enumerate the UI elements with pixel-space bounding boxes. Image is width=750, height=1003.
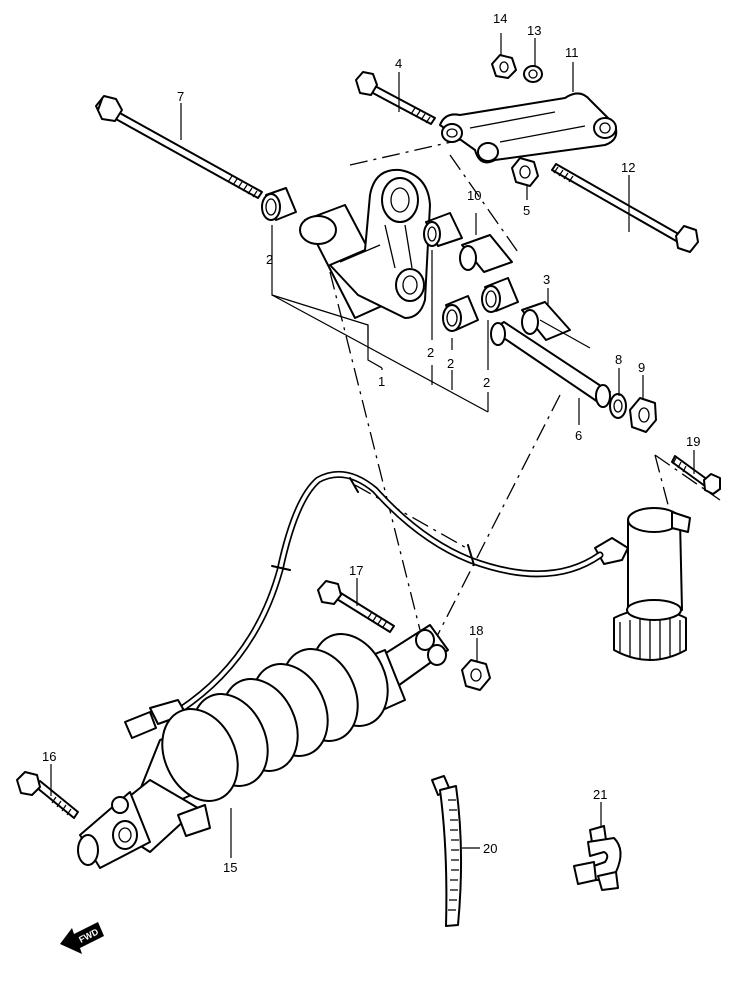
part-21-clamp [573, 825, 622, 891]
callout-13: 13 [527, 23, 541, 38]
part-4-bolt [355, 71, 436, 125]
callout-2: 2 [427, 345, 434, 360]
part-12-bolt [551, 163, 699, 253]
part-14-nut [491, 54, 517, 79]
part-17-bolt [317, 580, 395, 633]
callout-2: 2 [483, 375, 490, 390]
part-13-washer [523, 65, 543, 83]
callout-7: 7 [177, 89, 184, 104]
part-5-nut [511, 157, 539, 187]
part-1-cushion-lever [299, 168, 431, 319]
part-3-spacer [521, 301, 571, 341]
callout-4: 4 [395, 56, 402, 71]
callout-14: 14 [493, 11, 507, 26]
callout-9: 9 [638, 360, 645, 375]
part-2-bearing-center [442, 277, 519, 332]
part-11-tie-rod [439, 92, 618, 164]
part-18-nut [461, 659, 491, 691]
part-7-long-bolt [95, 95, 263, 199]
callout-numbers: 1 2 2 2 2 3 4 5 6 7 8 9 10 11 12 13 14 1… [42, 11, 700, 875]
part-15-rear-shock-absorber [77, 624, 449, 869]
callout-18: 18 [469, 623, 483, 638]
callout-8: 8 [615, 352, 622, 367]
remote-adjuster-hose [124, 470, 604, 739]
part-19-bolt [671, 455, 721, 495]
callout-15: 15 [223, 860, 237, 875]
callout-2: 2 [447, 356, 454, 371]
callout-12: 12 [621, 160, 635, 175]
part-9-nut [629, 397, 657, 433]
callout-10: 10 [467, 188, 481, 203]
part-16-bolt [16, 771, 79, 819]
assembly-guide-lines [329, 139, 721, 651]
part-20-cable-tie [431, 775, 463, 927]
part-10-spacer-bearing [423, 212, 513, 273]
forward-direction-arrow: FWD [60, 922, 104, 954]
preload-adjuster-reservoir [594, 507, 691, 661]
leader-lines [50, 33, 695, 858]
callout-21: 21 [593, 787, 607, 802]
callout-5: 5 [523, 203, 530, 218]
callout-1: 1 [378, 374, 385, 389]
part-6-shaft [490, 321, 611, 408]
callout-17: 17 [349, 563, 363, 578]
part-2-bearing-left [261, 187, 297, 221]
callout-20: 20 [483, 841, 497, 856]
part-8-washer [609, 393, 627, 419]
callout-6: 6 [575, 428, 582, 443]
callout-11: 11 [565, 45, 579, 60]
callout-brackets [271, 225, 591, 413]
callout-3: 3 [543, 272, 550, 287]
callout-16: 16 [42, 749, 56, 764]
callout-2: 2 [266, 252, 273, 267]
callout-19: 19 [686, 434, 700, 449]
